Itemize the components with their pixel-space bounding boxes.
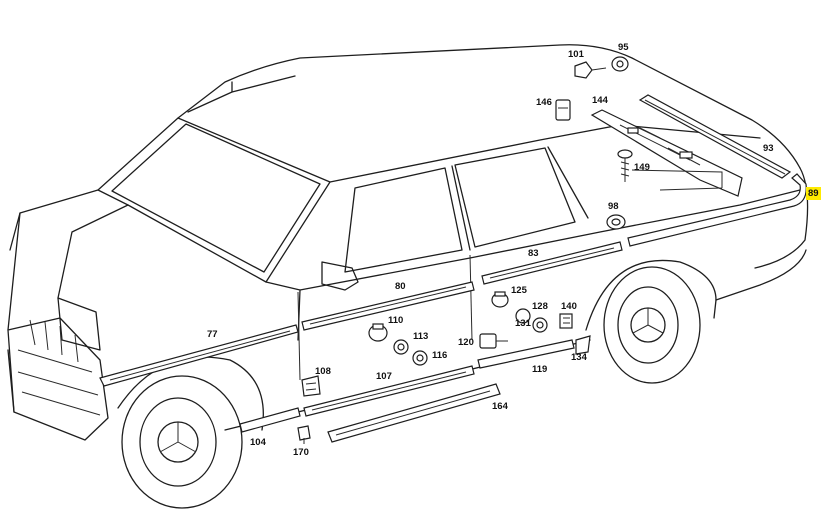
label-part-101[interactable]: 101 bbox=[568, 49, 584, 60]
label-part-128[interactable]: 128 bbox=[532, 301, 548, 312]
strip-107 bbox=[303, 365, 475, 417]
front-wheel bbox=[121, 375, 243, 509]
label-part-80[interactable]: 80 bbox=[395, 281, 406, 292]
molding-89 bbox=[627, 173, 807, 247]
label-part-170[interactable]: 170 bbox=[293, 447, 309, 458]
clip-128 bbox=[515, 308, 531, 324]
strip-164 bbox=[327, 383, 501, 443]
strip-119 bbox=[477, 339, 575, 369]
label-part-120[interactable]: 120 bbox=[458, 337, 474, 348]
clip-98 bbox=[606, 214, 626, 230]
molding-80 bbox=[301, 281, 475, 331]
clip-110 bbox=[368, 323, 388, 342]
clip-134 bbox=[575, 335, 591, 355]
clip-131 bbox=[532, 317, 548, 333]
label-part-107[interactable]: 107 bbox=[376, 371, 392, 382]
label-part-149[interactable]: 149 bbox=[634, 162, 650, 173]
clip-146 bbox=[555, 99, 571, 121]
label-part-146[interactable]: 146 bbox=[536, 97, 552, 108]
label-part-134[interactable]: 134 bbox=[571, 352, 587, 363]
molding-93 bbox=[638, 94, 792, 179]
label-part-140[interactable]: 140 bbox=[561, 301, 577, 312]
clip-116 bbox=[412, 350, 428, 366]
label-part-164[interactable]: 164 bbox=[492, 401, 508, 412]
bolt-101 bbox=[574, 61, 607, 79]
label-part-83[interactable]: 83 bbox=[528, 248, 539, 259]
strip-104 bbox=[239, 407, 301, 433]
rear-wheel bbox=[603, 266, 701, 384]
clip-170 bbox=[297, 425, 311, 444]
car-body-outline bbox=[7, 44, 809, 441]
label-part-89-highlighted[interactable]: 89 bbox=[806, 187, 821, 200]
label-part-119[interactable]: 119 bbox=[532, 364, 548, 375]
label-part-144[interactable]: 144 bbox=[592, 95, 608, 106]
label-part-110[interactable]: 110 bbox=[388, 315, 404, 326]
label-part-95[interactable]: 95 bbox=[618, 42, 629, 53]
rail-144 bbox=[590, 109, 743, 197]
label-part-113[interactable]: 113 bbox=[413, 331, 429, 342]
label-part-131[interactable]: 131 bbox=[515, 318, 531, 329]
label-part-98[interactable]: 98 bbox=[608, 201, 619, 212]
clip-120 bbox=[479, 333, 508, 349]
label-part-108[interactable]: 108 bbox=[315, 366, 331, 377]
label-part-77[interactable]: 77 bbox=[207, 329, 218, 340]
clip-95 bbox=[611, 56, 629, 72]
label-part-104[interactable]: 104 bbox=[250, 437, 266, 448]
label-part-93[interactable]: 93 bbox=[763, 143, 774, 154]
molding-77 bbox=[99, 324, 299, 387]
label-part-116[interactable]: 116 bbox=[432, 350, 448, 361]
screw-149 bbox=[617, 149, 723, 191]
clip-108 bbox=[301, 375, 321, 397]
molding-83 bbox=[481, 241, 623, 285]
clip-113 bbox=[393, 339, 409, 355]
label-part-125[interactable]: 125 bbox=[511, 285, 527, 296]
clip-140 bbox=[559, 313, 573, 329]
clip-125 bbox=[491, 291, 509, 308]
